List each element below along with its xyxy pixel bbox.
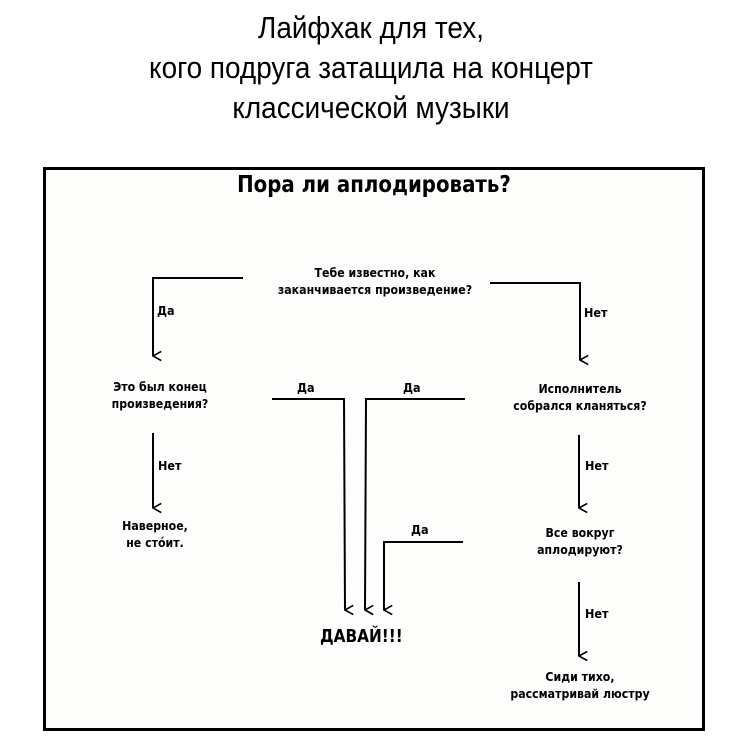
- headline-line-1: Лайфхак для тех,: [258, 10, 484, 45]
- edge-wasend-yes: [272, 398, 345, 610]
- headline-line-2: кого подруга затащила на концерт: [149, 50, 593, 85]
- node-bowing: Исполнитель собрался кланяться?: [513, 381, 647, 413]
- edge-label-claps-yes: Да: [411, 522, 429, 537]
- node-everyone-claps: Все вокруг аплодируют?: [537, 525, 623, 557]
- edge-know-no: [490, 282, 580, 360]
- headline: Лайфхак для тех, кого подруга затащила н…: [37, 8, 705, 128]
- edge-label-claps-no: Нет: [585, 606, 609, 621]
- node-know-ending: Тебе известно, как заканчивается произве…: [277, 265, 473, 297]
- edge-label-wasend-no: Нет: [158, 458, 182, 473]
- node-was-end: Это был конец произведения?: [111, 379, 209, 411]
- edge-label-wasend-yes: Да: [297, 380, 315, 395]
- edge-bowing-yes: [364, 398, 465, 610]
- edge-claps-yes: [383, 541, 463, 610]
- node-go: ДАВАЙ!!!: [320, 626, 403, 647]
- edge-label-bowing-yes: Да: [403, 380, 421, 395]
- node-better-not: Наверное, не стóит.: [122, 518, 188, 550]
- flowchart-title: Пора ли аплодировать?: [237, 172, 511, 198]
- edge-label-know-no: Нет: [584, 305, 608, 320]
- edge-know-yes: [152, 277, 243, 356]
- edge-label-bowing-no: Нет: [585, 458, 609, 473]
- node-sit-quiet: Сиди тихо, рассматривай люстру: [510, 669, 650, 701]
- edge-label-know-yes: Да: [157, 303, 175, 318]
- headline-line-3: классической музыки: [232, 90, 510, 125]
